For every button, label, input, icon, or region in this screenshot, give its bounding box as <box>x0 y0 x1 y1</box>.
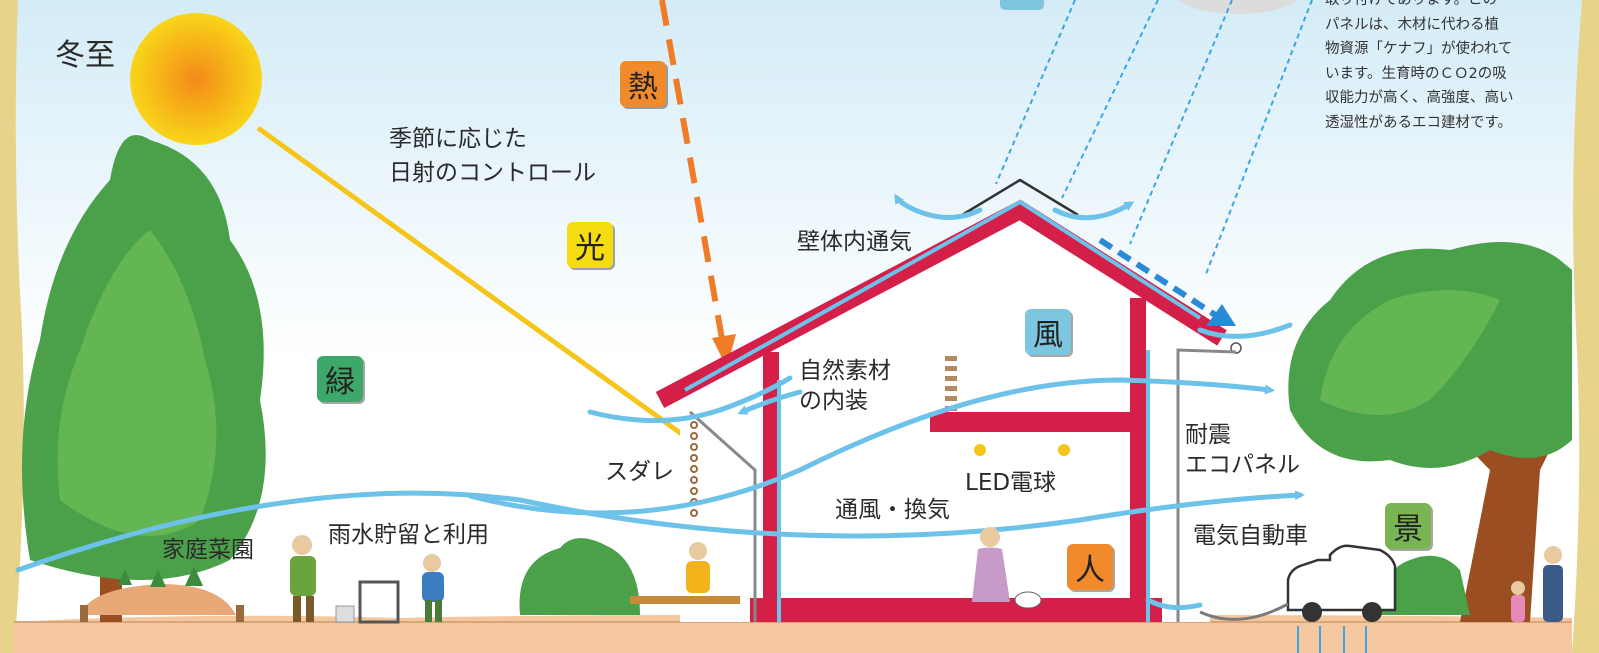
people <box>290 527 1563 624</box>
sudare-label: スダレ <box>605 459 674 485</box>
seasonal-control-label: 季節に応じた 日射のコントロール <box>389 126 596 186</box>
kitchen-garden-bed <box>80 584 236 615</box>
roof-vent <box>961 178 1079 217</box>
eco-panel-note: 取り付けてあります。この パネルは、木材に代わる植 物資源「ケナフ」が使われて … <box>1325 0 1514 131</box>
led-bulb-label: LED電球 <box>965 470 1057 496</box>
rain-lines <box>995 0 1313 275</box>
person-right <box>1511 546 1563 622</box>
second-floor <box>930 412 1135 432</box>
house-right-wall <box>1130 298 1146 622</box>
wind-badge: 風 <box>1025 309 1071 355</box>
wall-ventilation-label: 壁体内通気 <box>797 229 912 255</box>
quake-panel-label: 耐震 エコパネル <box>1185 422 1300 478</box>
heat-arrowhead <box>712 334 736 368</box>
people-badge: 人 <box>1067 544 1113 590</box>
roof-dashed-arrow <box>1098 237 1222 321</box>
ventilation-label: 通風・換気 <box>835 497 950 523</box>
natural-materials-label: 自然素材 の内装 <box>799 358 891 414</box>
ground <box>14 615 1572 653</box>
shrub-center <box>519 538 640 615</box>
fence-posts <box>80 605 244 622</box>
heat-arrow <box>659 0 727 351</box>
person-vacuum <box>972 527 1042 609</box>
heat-badge: 熱 <box>620 61 666 107</box>
shrub-right <box>1380 555 1470 615</box>
kitchen-garden-label: 家庭菜園 <box>162 537 254 563</box>
vegetables <box>118 566 203 587</box>
airflow-lines <box>15 193 1305 611</box>
ground-pipes <box>1297 626 1367 653</box>
led-bulbs <box>974 444 1070 456</box>
foundation <box>750 598 1162 622</box>
person-bench <box>630 542 740 604</box>
green-badge: 緑 <box>317 356 363 402</box>
roof-airflow-line <box>684 199 1202 392</box>
rainwater-label: 雨水貯留と利用 <box>328 522 489 548</box>
electric-car <box>1199 544 1397 653</box>
cloud-icon <box>1178 0 1298 14</box>
light-badge: 光 <box>567 222 613 268</box>
scenery-badge: 景 <box>1385 503 1431 549</box>
person-gardener <box>290 535 316 622</box>
house-left-wall <box>763 352 779 622</box>
winter-solstice-label: 冬至 <box>55 38 115 73</box>
sun-icon <box>130 13 262 145</box>
ev-label: 電気自動車 <box>1193 523 1308 549</box>
top-badge <box>1000 0 1044 10</box>
person-rainwater <box>335 554 444 624</box>
